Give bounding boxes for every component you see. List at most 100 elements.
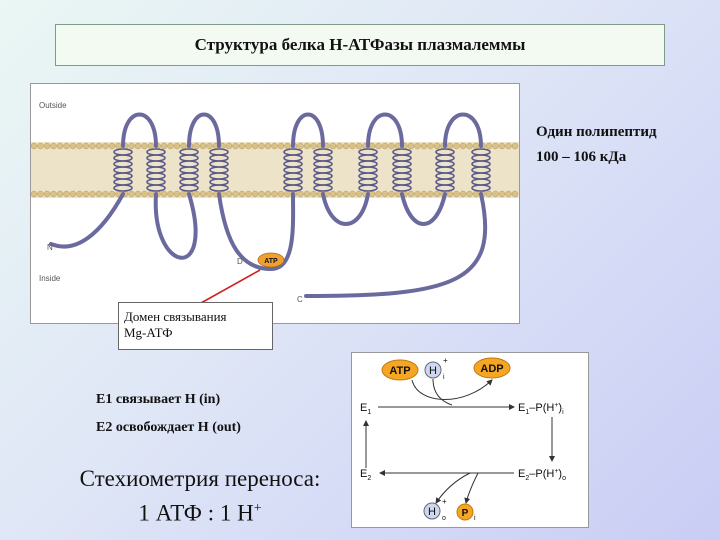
lipid-head — [258, 190, 265, 198]
lipid-head — [102, 142, 109, 150]
lipid-head — [141, 142, 148, 150]
pump-cycle-figure: ATP H + i ADP E1 E1–P(H+)i E2 E2–P(H+)o … — [351, 352, 589, 528]
callout-line-2: Mg-АТФ — [124, 325, 173, 340]
callout-arrow — [200, 269, 261, 304]
lipid-head — [173, 190, 181, 198]
lipid-head — [336, 142, 343, 150]
stoichiometry: Стехиометрия переноса: 1 АТФ : 1 Н+ — [50, 464, 350, 529]
lipid-head — [69, 190, 77, 198]
lipid-head — [446, 142, 454, 150]
stoichiometry-ratio: 1 АТФ : 1 Н+ — [50, 494, 350, 529]
lipid-head — [147, 142, 155, 150]
lipid-head — [160, 142, 168, 150]
lipid-head — [303, 190, 311, 198]
lipid-head — [63, 190, 70, 198]
phosphate-release-arrow — [464, 472, 479, 504]
proton-in-charge: + — [443, 356, 448, 365]
outside-loop — [187, 112, 221, 148]
lipid-head — [245, 190, 252, 198]
outside-loop — [443, 112, 483, 148]
lipid-head — [115, 142, 122, 150]
e2-description: E2 освобождает H (out) — [96, 420, 241, 435]
inside-loop — [321, 192, 370, 226]
page-title: Структура белка Н-АТФазы плазмалеммы — [194, 35, 526, 54]
mass-text: 100 – 106 кДа — [536, 149, 627, 165]
proton-in-arrow — [432, 378, 453, 406]
lipid-head — [375, 190, 382, 198]
lipid-head — [82, 190, 90, 198]
lipid-head — [466, 190, 473, 198]
lipid-head — [492, 142, 499, 150]
lipid-head — [277, 190, 285, 198]
lipid-head — [193, 142, 200, 150]
lipid-head — [199, 142, 207, 150]
lipid-heads-top — [31, 142, 519, 150]
helix-coil — [209, 184, 229, 192]
lipid-head — [297, 190, 304, 198]
lipid-head — [95, 190, 103, 198]
lipid-head — [485, 142, 493, 150]
lipid-head — [134, 190, 142, 198]
lipid-head — [381, 190, 389, 198]
lipid-head — [76, 190, 83, 198]
lipid-head — [167, 142, 174, 150]
lipid-head — [199, 190, 207, 198]
callout-line-1: Домен связывания — [124, 309, 227, 324]
lipid-head — [238, 190, 246, 198]
lipid-head — [173, 142, 181, 150]
lipid-head — [427, 190, 434, 198]
lipid-head — [264, 190, 272, 198]
atp-binding-loop — [217, 192, 296, 272]
lipid-head — [43, 190, 51, 198]
title-box: Структура белка Н-АТФазы плазмалеммы — [55, 24, 665, 66]
lipid-head — [427, 142, 434, 150]
lipid-head — [453, 142, 460, 150]
atp-badge — [257, 252, 285, 268]
lipid-head — [310, 190, 317, 198]
proton-in-sub: i — [443, 374, 445, 381]
helix-coil — [146, 184, 166, 192]
e1-description: E1 связывает H (in) — [96, 392, 221, 407]
lipid-head — [147, 190, 155, 198]
transmembrane-helices — [113, 148, 491, 192]
lipid-head — [485, 190, 493, 198]
lipid-head — [433, 190, 441, 198]
lipid-head — [420, 142, 428, 150]
outside-loop — [366, 112, 404, 148]
lipid-head — [31, 190, 38, 198]
lipid-head — [271, 190, 278, 198]
lipid-head — [349, 190, 356, 198]
lipid-head — [128, 190, 135, 198]
lipid-head — [193, 190, 200, 198]
adp-label: ADP — [480, 363, 503, 375]
lipid-head — [349, 142, 356, 150]
lipid-head — [271, 142, 278, 150]
lipid-head — [492, 190, 499, 198]
lipid-head — [498, 190, 506, 198]
lipid-head — [108, 190, 116, 198]
lipid-head — [245, 142, 252, 150]
lipid-head — [225, 190, 233, 198]
helix-coil — [471, 184, 491, 192]
lipid-head — [264, 142, 272, 150]
lipid-head — [277, 142, 285, 150]
lipid-head — [89, 142, 96, 150]
lipid-head — [180, 190, 187, 198]
inside-loop — [400, 192, 447, 226]
lipid-head — [414, 190, 421, 198]
stoichiometry-title: Стехиометрия переноса: — [79, 466, 321, 491]
lipid-head — [167, 190, 174, 198]
lipid-head — [31, 142, 38, 150]
proton-in-label: H — [429, 365, 437, 377]
inside-label: Inside — [39, 274, 61, 283]
lipid-head — [505, 142, 512, 150]
proton-in-circle — [424, 361, 442, 379]
helix-coil — [313, 184, 333, 192]
proton-out-arrow — [435, 472, 471, 504]
outside-label: Outside — [39, 101, 67, 110]
c-terminus-label: C — [297, 295, 303, 304]
lipid-head — [102, 190, 109, 198]
lipid-head — [329, 142, 337, 150]
lipid-head — [459, 142, 467, 150]
lipid-head — [388, 190, 395, 198]
